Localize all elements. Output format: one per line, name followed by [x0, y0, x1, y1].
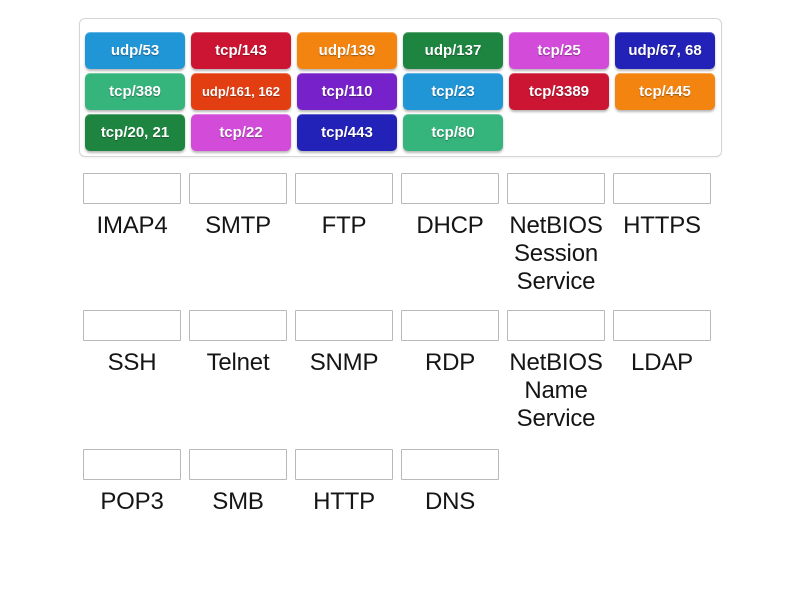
answer-label: HTTPS	[623, 212, 701, 239]
drop-zone[interactable]	[189, 173, 287, 204]
tray-empty-slot	[615, 114, 715, 151]
answer-cell: DHCP	[397, 168, 503, 305]
answer-cell: IMAP4	[79, 168, 185, 305]
drop-zone[interactable]	[83, 173, 181, 204]
answer-cell: LDAP	[609, 305, 715, 444]
drop-zone[interactable]	[83, 449, 181, 480]
answer-label: LDAP	[631, 349, 693, 376]
answer-label: FTP	[321, 212, 367, 239]
drop-zone[interactable]	[189, 449, 287, 480]
drop-zone[interactable]	[401, 173, 499, 204]
answer-cell: SMB	[185, 444, 291, 554]
answer-row: POP3 SMB HTTP DNS	[79, 444, 722, 554]
answer-label: DNS	[424, 488, 476, 515]
answer-label: SMB	[212, 488, 264, 515]
answer-label: DHCP	[416, 212, 484, 239]
port-tile[interactable]: udp/161, 162	[191, 73, 291, 110]
drop-zone[interactable]	[295, 173, 393, 204]
drop-zone[interactable]	[295, 449, 393, 480]
port-tile[interactable]: tcp/143	[191, 32, 291, 69]
drop-zone[interactable]	[507, 173, 605, 204]
answer-cell: SMTP	[185, 168, 291, 305]
answer-cell: FTP	[291, 168, 397, 305]
drop-zone[interactable]	[295, 310, 393, 341]
answer-label: IMAP4	[96, 212, 168, 239]
port-tile[interactable]: udp/137	[403, 32, 503, 69]
answer-label: POP3	[100, 488, 164, 515]
port-tile[interactable]: tcp/389	[85, 73, 185, 110]
drop-zone[interactable]	[189, 310, 287, 341]
answer-row: IMAP4 SMTP FTP DHCP NetBIOS Session Service H…	[79, 168, 722, 305]
drop-zone[interactable]	[83, 310, 181, 341]
port-tile[interactable]: tcp/20, 21	[85, 114, 185, 151]
answer-label: RDP	[424, 349, 476, 376]
answer-cell: SSH	[79, 305, 185, 444]
answer-label: SNMP	[309, 349, 379, 376]
answer-cell: HTTPS	[609, 168, 715, 305]
answer-label: SSH	[107, 349, 157, 376]
answer-cell	[503, 444, 609, 554]
port-tile[interactable]: tcp/22	[191, 114, 291, 151]
answer-cell: HTTP	[291, 444, 397, 554]
answer-cell: POP3	[79, 444, 185, 554]
answer-cell: NetBIOS Session Service	[503, 168, 609, 305]
port-tile[interactable]: tcp/23	[403, 73, 503, 110]
answer-cell: Telnet	[185, 305, 291, 444]
port-tile[interactable]: udp/53	[85, 32, 185, 69]
answer-cell	[609, 444, 715, 554]
answer-cell: SNMP	[291, 305, 397, 444]
port-tile[interactable]: udp/67, 68	[615, 32, 715, 69]
port-tile[interactable]: tcp/110	[297, 73, 397, 110]
drop-zone[interactable]	[613, 173, 711, 204]
port-tile[interactable]: tcp/443	[297, 114, 397, 151]
answer-cell: DNS	[397, 444, 503, 554]
port-tile[interactable]: udp/139	[297, 32, 397, 69]
answer-label: NetBIOS Name Service	[509, 349, 603, 432]
drop-zone[interactable]	[613, 310, 711, 341]
tray-empty-slot	[509, 114, 609, 151]
drop-zone[interactable]	[401, 310, 499, 341]
answer-label: NetBIOS Session Service	[509, 212, 603, 295]
port-tile[interactable]: tcp/80	[403, 114, 503, 151]
port-tile[interactable]: tcp/445	[615, 73, 715, 110]
answer-label: SMTP	[205, 212, 271, 239]
answer-label: Telnet	[206, 349, 270, 376]
port-tile[interactable]: tcp/3389	[509, 73, 609, 110]
drop-zone[interactable]	[401, 449, 499, 480]
port-tile[interactable]: tcp/25	[509, 32, 609, 69]
answer-label: HTTP	[313, 488, 375, 515]
drop-zone[interactable]	[507, 310, 605, 341]
answer-row: SSH Telnet SNMP RDP NetBIOS Name Service LDAP	[79, 305, 722, 444]
answer-cell: NetBIOS Name Service	[503, 305, 609, 444]
answer-cell: RDP	[397, 305, 503, 444]
